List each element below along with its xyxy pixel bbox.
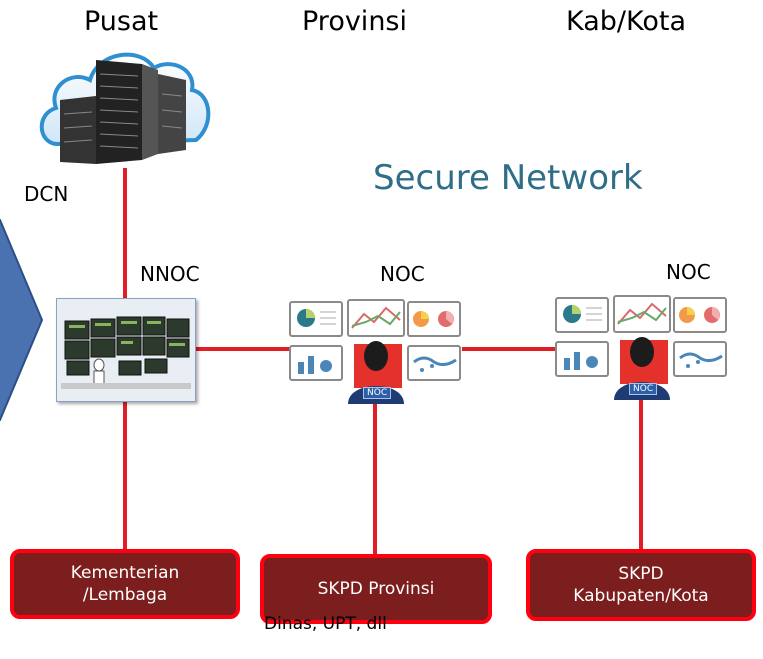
skpd-kab-box-line2: Kabupaten/Kota xyxy=(573,586,709,606)
nnoc-to-kementerian-line xyxy=(123,400,127,552)
dinas-upt-note: Dinas, UPT, dll xyxy=(264,614,387,634)
cloud-datacenter-icon xyxy=(39,52,211,164)
arrow-shape xyxy=(0,219,44,421)
noc-provinsi-to-skpd-line xyxy=(373,400,377,557)
nnoc-control-room-image xyxy=(56,298,196,402)
nnoc-label: NNOC xyxy=(140,262,200,286)
noc-provinsi-to-noc-kabkota-line xyxy=(462,347,558,351)
column-header-pusat: Pusat xyxy=(84,6,159,37)
kementerian-lembaga-box: Kementerian /Lembaga xyxy=(10,549,240,619)
skpd-kabupaten-kota-box: SKPD Kabupaten/Kota xyxy=(526,549,756,621)
skpd-provinsi-box: SKPD Provinsi xyxy=(260,554,492,624)
kementerian-box-line1: Kementerian xyxy=(70,562,180,583)
column-header-kab-kota: Kab/Kota xyxy=(566,6,687,37)
noc-provinsi-dashboard-image xyxy=(289,299,461,404)
noc-kabkota-dashboard-image xyxy=(555,295,727,400)
secure-network-title: Secure Network xyxy=(373,158,643,198)
skpd-kab-box-line1: SKPD xyxy=(618,563,664,584)
noc-kabkota-to-skpd-line xyxy=(639,400,643,552)
dcn-label: DCN xyxy=(24,182,69,206)
noc-provinsi-label: NOC xyxy=(380,262,425,286)
dcn-to-nnoc-line xyxy=(123,168,127,300)
noc-badge-kabkota: NOC xyxy=(629,383,658,395)
kementerian-box-line2: /Lembaga xyxy=(82,585,168,605)
skpd-provinsi-box-label: SKPD Provinsi xyxy=(317,578,435,599)
noc-kabkota-label: NOC xyxy=(666,260,711,284)
nnoc-to-noc-provinsi-line xyxy=(196,347,292,351)
column-header-provinsi: Provinsi xyxy=(302,6,407,37)
noc-badge-provinsi: NOC xyxy=(363,387,392,399)
